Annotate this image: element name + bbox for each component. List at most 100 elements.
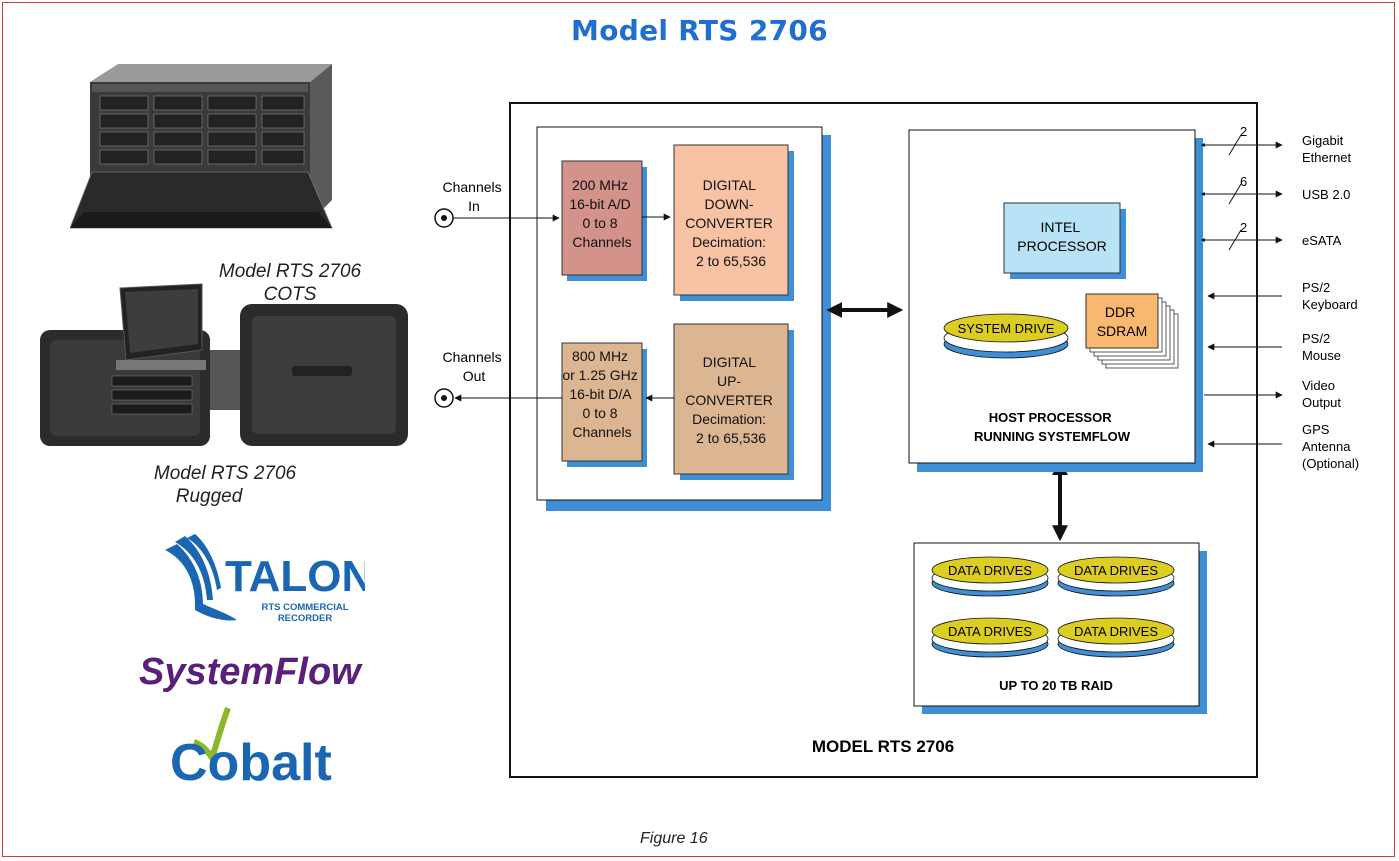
- da-line: 800 MHz: [572, 348, 628, 364]
- duc-line: DIGITAL: [703, 354, 757, 370]
- esata-label: eSATA: [1302, 233, 1342, 248]
- da-text: 800 MHz or 1.25 GHz 16-bit D/A 0 to 8 Ch…: [562, 348, 641, 440]
- bus-width-label: 2: [1240, 124, 1247, 139]
- keyboard-label: PS/2 Keyboard: [1302, 280, 1358, 312]
- cots-caption: Model RTS 2706 COTS: [205, 260, 375, 306]
- channels-out-line: Channels: [442, 349, 501, 365]
- mouse-label: PS/2 Mouse: [1302, 331, 1341, 363]
- intel-line: PROCESSOR: [1017, 238, 1106, 254]
- da-line: or 1.25 GHz: [562, 367, 637, 383]
- data-drive-label: DATA DRIVES: [1074, 563, 1158, 578]
- ad-line: Channels: [572, 234, 631, 250]
- cots-caption-line1: Model RTS 2706: [218, 261, 362, 282]
- systemflow-name: SystemFlow: [139, 651, 363, 693]
- ddc-line: CONVERTER: [685, 215, 773, 231]
- ddr-line: SDRAM: [1097, 323, 1148, 339]
- rugged-caption-line1: Model RTS 2706: [153, 463, 297, 484]
- data-drive-label: DATA DRIVES: [948, 563, 1032, 578]
- bus-slash: [1228, 183, 1242, 205]
- system-drive-label: SYSTEM DRIVE: [958, 321, 1055, 336]
- rugged-caption: Model RTS 2706 Rugged: [140, 462, 310, 508]
- connector-dot-icon: [441, 215, 447, 221]
- ad-line: 200 MHz: [572, 177, 628, 193]
- data-drive: DATA DRIVES: [931, 556, 1049, 597]
- data-drive-label: DATA DRIVES: [1074, 624, 1158, 639]
- data-drive-icon: [931, 556, 1049, 584]
- channels-in-label: Channels In: [442, 179, 505, 214]
- systemflow-logo: SystemFlow: [139, 651, 363, 693]
- io-line: Keyboard: [1302, 297, 1358, 312]
- host-label: HOST PROCESSOR RUNNING SYSTEMFLOW: [974, 410, 1131, 444]
- connector-dot-icon: [441, 395, 447, 401]
- ddr-block: [1085, 293, 1159, 349]
- talon-subtitle: RTS COMMERCIAL RECORDER: [250, 602, 360, 624]
- bus-width-label: 6: [1240, 174, 1247, 189]
- duc-line: Decimation:: [692, 411, 766, 427]
- duc-line: 2 to 65,536: [696, 430, 766, 446]
- intel-processor-block: [1003, 202, 1121, 274]
- ad-line: 16-bit A/D: [569, 196, 630, 212]
- ddr-line: DDR: [1105, 304, 1135, 320]
- checkmark-icon: [192, 706, 231, 766]
- system-drive-icon: [943, 313, 1069, 343]
- ddc-line: DOWN-: [705, 196, 754, 212]
- talon-wordmark: TALON: [225, 553, 365, 601]
- talon-sub1: RTS COMMERCIAL: [261, 602, 349, 613]
- bus-slash: [1228, 134, 1242, 156]
- ad-text: 200 MHz 16-bit A/D 0 to 8 Channels: [569, 177, 634, 250]
- data-drive-icon: [931, 617, 1049, 645]
- channels-out-line: Out: [463, 368, 486, 384]
- talon-sub2: RECORDER: [277, 613, 333, 624]
- video-label: Video Output: [1302, 378, 1341, 410]
- bus-slash: [1228, 229, 1242, 251]
- talon-logo: [155, 530, 360, 630]
- host-line: HOST PROCESSOR: [989, 410, 1112, 425]
- io-line: Ethernet: [1302, 150, 1352, 165]
- io-line: (Optional): [1302, 456, 1359, 471]
- intel-text: INTEL PROCESSOR: [1017, 219, 1106, 254]
- da-line: 16-bit D/A: [569, 386, 632, 402]
- raid-label: UP TO 20 TB RAID: [999, 678, 1113, 693]
- channels-in-line: Channels: [442, 179, 501, 195]
- data-drive: DATA DRIVES: [1057, 556, 1175, 597]
- io-line: PS/2: [1302, 331, 1330, 346]
- page-title: Model RTS 2706: [571, 14, 828, 47]
- gigabit-ethernet-label: Gigabit Ethernet: [1302, 133, 1352, 165]
- ddr-text: DDR SDRAM: [1097, 304, 1148, 339]
- ad-line: 0 to 8: [583, 215, 618, 231]
- ddc-line: 2 to 65,536: [696, 253, 766, 269]
- figure-caption: Figure 16: [640, 830, 708, 847]
- talon-name: TALON: [225, 553, 365, 601]
- system-label: MODEL RTS 2706: [812, 737, 954, 756]
- gps-label: GPS Antenna (Optional): [1302, 422, 1359, 471]
- rugged-caption-line2: Rugged: [175, 486, 243, 507]
- io-line: Mouse: [1302, 348, 1341, 363]
- io-line: PS/2: [1302, 280, 1330, 295]
- data-drive: DATA DRIVES: [1057, 617, 1175, 658]
- data-drive-icon: [1057, 617, 1175, 645]
- cots-chassis-image: [70, 62, 350, 242]
- da-block: [561, 342, 643, 462]
- rugged-case-image: [30, 280, 415, 450]
- cobalt-logo: Cobalt: [170, 706, 332, 790]
- io-line: Gigabit: [1302, 133, 1344, 148]
- da-line: 0 to 8: [583, 405, 618, 421]
- data-drive-label: DATA DRIVES: [948, 624, 1032, 639]
- intel-line: INTEL: [1040, 219, 1080, 235]
- bus-width-label: 2: [1240, 220, 1247, 235]
- duc-line: CONVERTER: [685, 392, 773, 408]
- duc-text: DIGITAL UP- CONVERTER Decimation: 2 to 6…: [685, 354, 777, 446]
- cots-caption-line2: COTS: [263, 284, 317, 305]
- io-line: GPS: [1302, 422, 1330, 437]
- data-drive-icon: [1057, 556, 1175, 584]
- duc-block: [673, 323, 789, 475]
- ddc-line: Decimation:: [692, 234, 766, 250]
- io-line: Output: [1302, 395, 1341, 410]
- ddc-text: DIGITAL DOWN- CONVERTER Decimation: 2 to…: [685, 177, 777, 269]
- ad-block: [561, 160, 643, 276]
- duc-line: UP-: [717, 373, 741, 389]
- channels-in-line: In: [468, 198, 480, 214]
- usb-label: USB 2.0: [1302, 187, 1350, 202]
